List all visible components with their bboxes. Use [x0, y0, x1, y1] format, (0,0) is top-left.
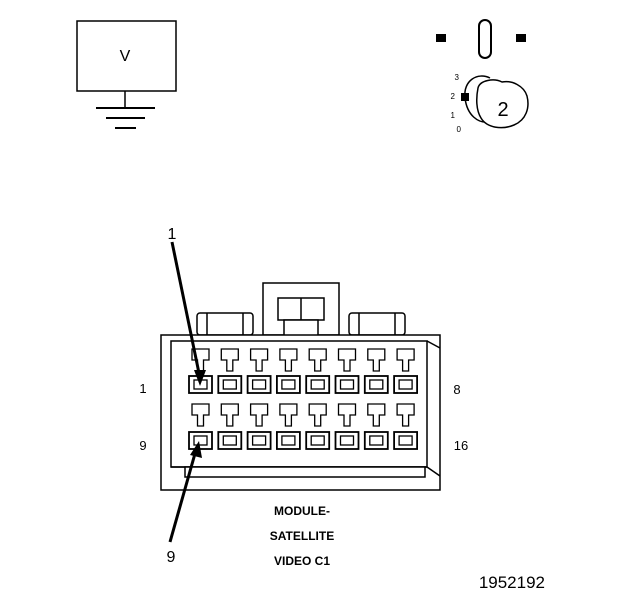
- row2-right-pin-label: 16: [454, 438, 468, 453]
- row1-right-pin-label: 8: [453, 382, 460, 397]
- callout-label-bottom: 9: [167, 549, 176, 566]
- terminal-cavity-10: [217, 403, 243, 450]
- selector-position-0: 0: [457, 125, 462, 134]
- terminal-cavity-2: [217, 348, 243, 394]
- selector-selected-value: 2: [497, 99, 508, 121]
- terminal-cavity-6: [334, 348, 360, 394]
- row1-left-pin-label: 1: [139, 381, 146, 396]
- figure-id: 1952192: [479, 573, 545, 592]
- terminal-cavity-8: [393, 348, 419, 394]
- connector-caption-line-2: SATELLITE: [270, 529, 334, 543]
- terminal-cavity-13: [305, 403, 331, 450]
- selector-dial-icon: [461, 75, 529, 129]
- terminal-cavity-3: [246, 348, 272, 394]
- connector-caption-line-1: MODULE-: [274, 504, 330, 518]
- probe-tip-icon: [436, 19, 526, 59]
- connector-caption-line-3: VIDEO C1: [274, 554, 330, 568]
- callout-arrow-pin-1: [170, 241, 206, 386]
- callout-label-top: 1: [168, 226, 177, 243]
- connector-pin-grid: [188, 348, 419, 450]
- terminal-cavity-9: [188, 403, 213, 450]
- terminal-cavity-15: [363, 403, 389, 450]
- terminal-cavity-7: [363, 348, 389, 394]
- terminal-cavity-14: [334, 403, 360, 450]
- meter-symbol-label: V: [120, 48, 131, 65]
- ground-icon: [96, 107, 155, 129]
- callout-arrow-pin-9: [168, 441, 202, 543]
- terminal-cavity-16: [393, 403, 419, 450]
- row2-left-pin-label: 9: [139, 438, 146, 453]
- terminal-cavity-12: [275, 403, 301, 450]
- selector-position-1: 1: [451, 111, 456, 120]
- terminal-cavity-5: [305, 348, 331, 394]
- voltmeter-symbol: [76, 20, 177, 129]
- selector-position-3: 3: [455, 73, 460, 82]
- terminal-cavity-11: [246, 403, 272, 450]
- selector-position-2: 2: [451, 92, 456, 101]
- terminal-cavity-4: [275, 348, 301, 394]
